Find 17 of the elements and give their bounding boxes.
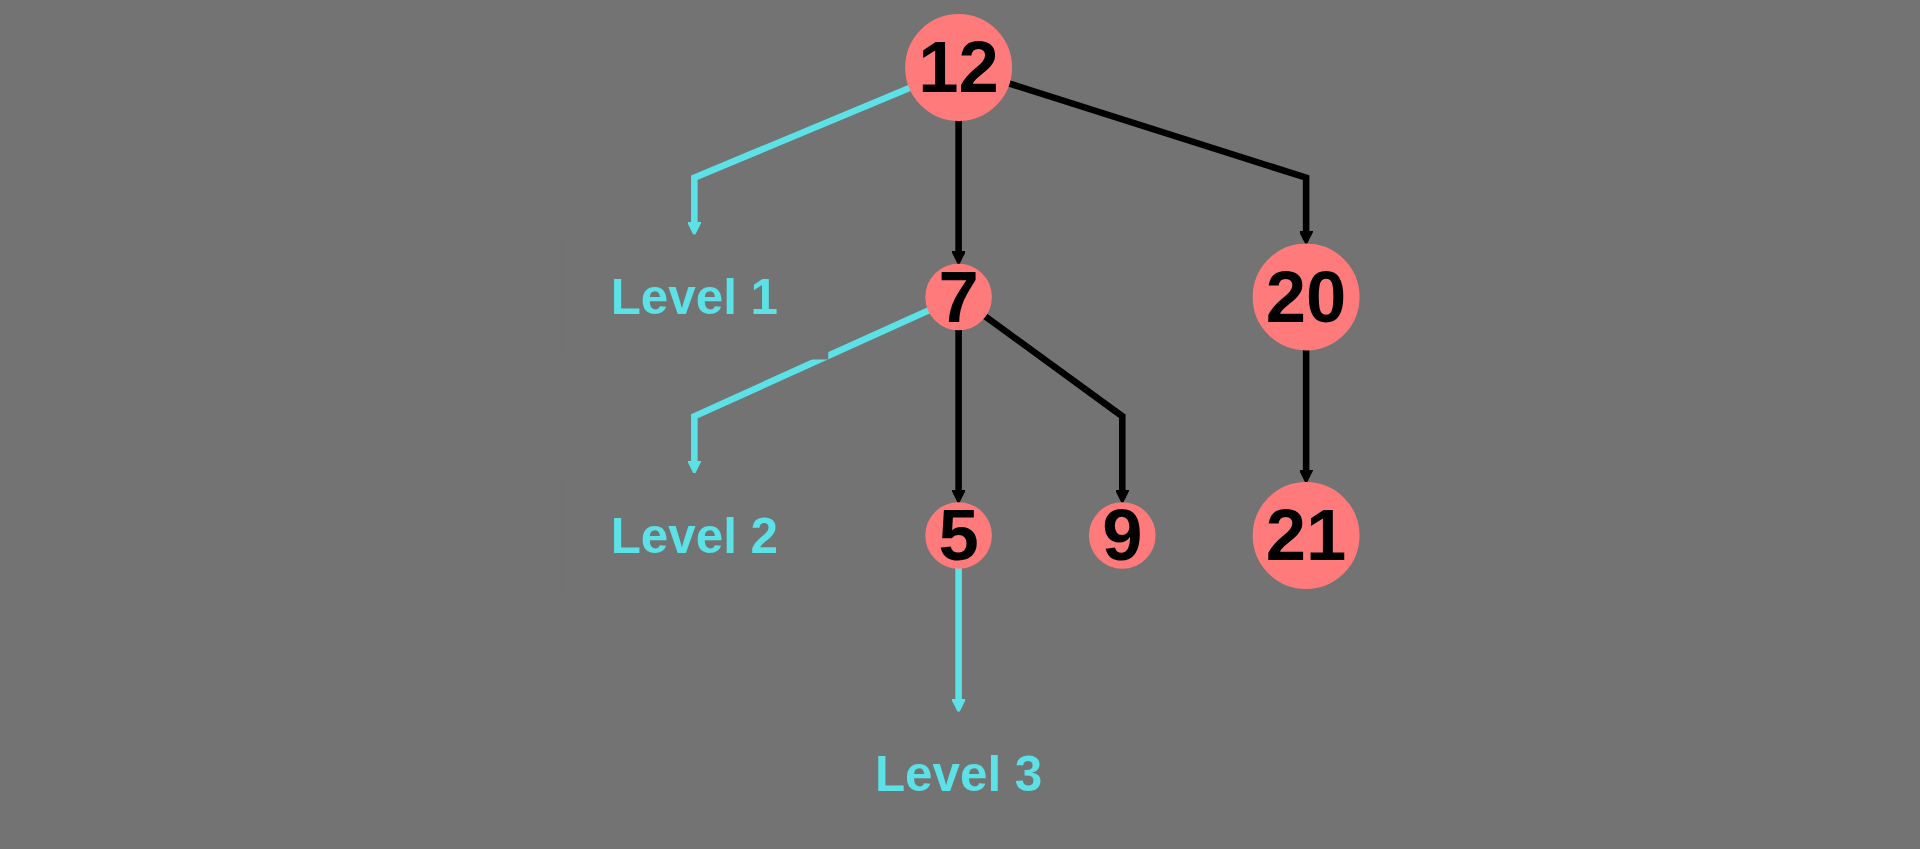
node-circle: 12 xyxy=(905,14,1013,121)
node-circle: 9 xyxy=(1089,502,1156,569)
node-text: Level 1 xyxy=(610,269,779,325)
arrow xyxy=(982,313,1130,504)
arrow xyxy=(951,120,966,266)
node-circle: 7 xyxy=(925,263,992,331)
arrow xyxy=(1007,80,1314,245)
node-circle: 5 xyxy=(925,502,992,569)
node-circle: 21 xyxy=(1252,482,1360,589)
arrow xyxy=(687,307,931,475)
arrow xyxy=(1298,349,1314,484)
arrow xyxy=(951,329,966,504)
node-text: Level 3 xyxy=(874,746,1043,802)
node-circle: 20 xyxy=(1252,243,1360,351)
arrow xyxy=(687,84,912,236)
node-text: Level 2 xyxy=(610,508,779,563)
arrow xyxy=(951,568,966,714)
